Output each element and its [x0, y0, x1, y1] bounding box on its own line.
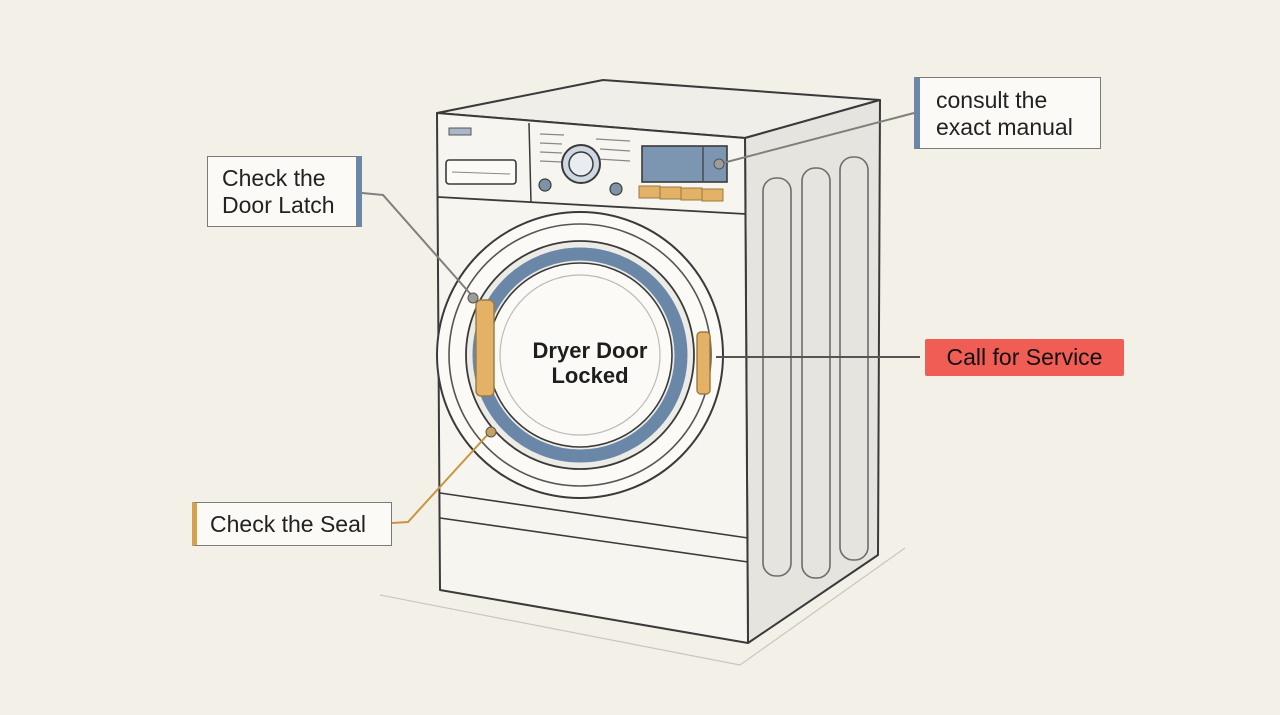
callout-seal: Check the Seal: [192, 502, 392, 546]
door-status-label: Dryer Door Locked: [500, 338, 680, 388]
callout-door-latch: Check the Door Latch: [207, 156, 362, 227]
door-handle: [475, 299, 495, 397]
brand-plate: [448, 127, 472, 136]
floor-lines: [379, 547, 906, 666]
door-status-line: Locked: [551, 363, 629, 388]
door: [436, 211, 724, 499]
detergent-drawer: [445, 159, 517, 185]
kick-panel: [439, 492, 749, 563]
callout-line: exact manual: [936, 114, 1073, 140]
callout-line: Door Latch: [222, 192, 335, 218]
control-button: [609, 182, 623, 196]
leader-lines: [361, 112, 920, 524]
callout-line: Check the Seal: [210, 511, 366, 537]
control-button: [538, 178, 552, 192]
door-status-line: Dryer Door: [532, 338, 648, 363]
callout-call-for-service: Call for Service: [925, 339, 1124, 376]
door-latch: [696, 331, 711, 395]
function-buttons: [638, 185, 724, 202]
callout-manual: consult the exact manual: [914, 77, 1101, 149]
side-vents: [762, 156, 869, 579]
callout-line: Check the: [222, 165, 326, 191]
cabinet-side: [744, 99, 881, 644]
control-panel: [437, 122, 747, 215]
leader-dots: [467, 158, 725, 438]
display-screen: [641, 145, 728, 183]
callout-line: consult the: [936, 87, 1048, 113]
